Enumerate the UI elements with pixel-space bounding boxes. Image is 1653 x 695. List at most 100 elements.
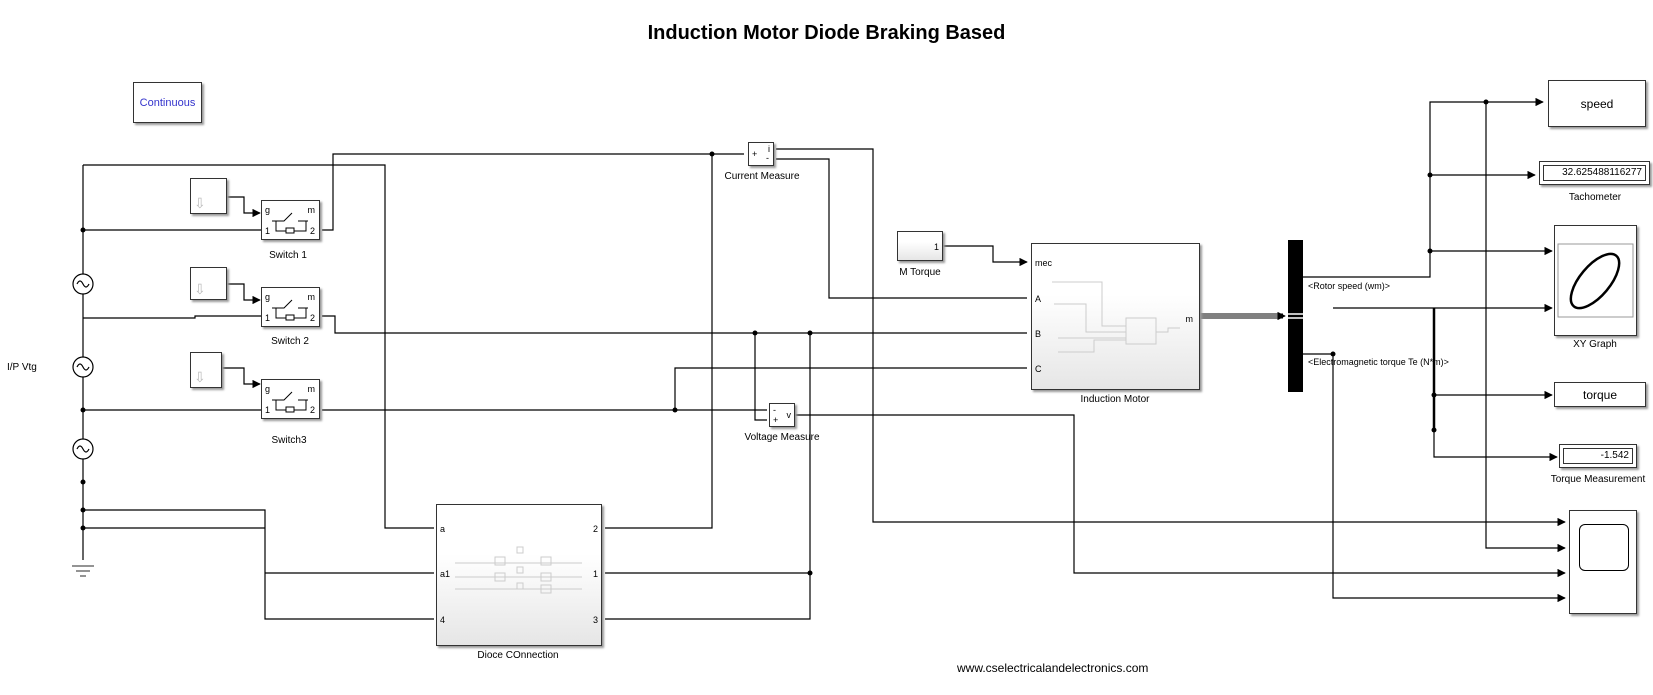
wire-sw1-out xyxy=(322,153,712,231)
m-torque-block[interactable]: 1 xyxy=(897,231,943,261)
diode-connection-block[interactable]: a a1 4 2 1 3 xyxy=(436,504,602,646)
xy-graph-block[interactable] xyxy=(1554,225,1637,336)
switch-block-1[interactable]: g m 1 2 xyxy=(261,200,320,240)
step-block-1[interactable]: ⇩ xyxy=(190,178,227,214)
port-3: 3 xyxy=(592,615,598,625)
model-title: Induction Motor Diode Braking Based xyxy=(647,22,1006,44)
port-b: B xyxy=(1035,329,1042,339)
port-2: 2 xyxy=(309,405,315,415)
m-torque-label: M Torque xyxy=(899,267,941,278)
wire-sw2-in xyxy=(83,315,261,319)
torque-measurement-display[interactable]: -1.542 xyxy=(1559,444,1637,468)
port-a: a xyxy=(440,524,446,534)
port-mec: mec xyxy=(1035,258,1053,268)
bus-output-torque: <Electromagnetic torque Te (N*m)> xyxy=(1308,357,1449,367)
bus-selector xyxy=(1288,240,1303,392)
port-m: m xyxy=(307,384,316,394)
port-m: m xyxy=(1185,314,1194,324)
port-2: 2 xyxy=(309,226,315,236)
switch-block-3[interactable]: g m 1 2 xyxy=(261,379,320,419)
diode-connection-label: Dioce COnnection xyxy=(477,650,559,661)
port-4: 4 xyxy=(440,615,446,625)
step-block-3[interactable]: ⇩ xyxy=(190,352,222,388)
port-a: A xyxy=(1035,294,1042,304)
induction-motor-block[interactable]: mec A B C m xyxy=(1031,243,1200,390)
torque-measurement-value: -1.542 xyxy=(1563,448,1633,464)
port-minus: - xyxy=(766,153,769,163)
port-plus: + xyxy=(752,149,758,159)
wire-step2 xyxy=(227,283,261,305)
torque-measurement-label: Torque Measurement xyxy=(1550,474,1646,485)
port-g: g xyxy=(265,205,271,215)
tachometer-label: Tachometer xyxy=(1568,192,1622,203)
wire-vm-plus xyxy=(754,333,767,421)
port-i: i xyxy=(768,144,770,154)
ac-source-icon xyxy=(72,273,94,460)
xy-graph-icon xyxy=(1557,243,1634,318)
switch-label-2: Switch 2 xyxy=(271,336,309,347)
port-minus: - xyxy=(773,405,776,415)
wire-sw2-out xyxy=(322,315,1027,334)
step-block-2[interactable]: ⇩ xyxy=(190,267,227,300)
port-g: g xyxy=(265,292,271,302)
current-measure-label: Current Measure xyxy=(724,171,800,182)
bus-output-rotor-speed: <Rotor speed (wm)> xyxy=(1308,281,1391,291)
solver-label: Continuous xyxy=(139,96,196,109)
m-torque-value: 1 xyxy=(933,242,939,252)
tachometer-display[interactable]: 32.625488116277 xyxy=(1539,161,1650,185)
motor-internal-icon xyxy=(1052,281,1180,353)
port-1: 1 xyxy=(265,313,271,323)
wire-gnd-1 xyxy=(83,509,434,620)
induction-motor-label: Induction Motor xyxy=(1080,394,1150,405)
wire-speed-scope xyxy=(1485,102,1566,553)
wire-cm-minus xyxy=(776,158,1027,299)
current-measure-block[interactable]: + i - xyxy=(748,142,774,166)
source-label: I/P Vtg xyxy=(7,362,37,373)
footer-url[interactable]: www.cselectricalandelectronics.com xyxy=(957,661,1149,675)
powergui-block[interactable]: Continuous xyxy=(133,82,202,123)
port-m: m xyxy=(307,292,316,302)
port-c: C xyxy=(1035,364,1042,374)
wire-top xyxy=(83,164,434,529)
port-1: 1 xyxy=(265,226,271,236)
speed-label: speed xyxy=(1580,96,1614,111)
switch-label-1: Switch 1 xyxy=(269,250,307,261)
port-a1: a1 xyxy=(440,569,451,579)
scope-block[interactable] xyxy=(1569,510,1637,614)
step-arrow-icon: ⇩ xyxy=(194,195,206,211)
wire-torque-bus xyxy=(1331,308,1436,430)
xy-graph-label: XY Graph xyxy=(1573,339,1617,350)
switch-block-2[interactable]: g m 1 2 xyxy=(261,287,320,327)
port-plus: + xyxy=(773,415,779,425)
port-2: 2 xyxy=(309,313,315,323)
torque-label: torque xyxy=(1582,387,1618,402)
wire-vm-v xyxy=(794,414,1566,578)
speed-workspace-block[interactable]: speed xyxy=(1548,80,1646,127)
tachometer-value: 32.625488116277 xyxy=(1543,165,1646,181)
wire-step1 xyxy=(227,196,261,218)
wire-top-branch xyxy=(605,154,713,529)
switch-label-3: Switch3 xyxy=(271,435,307,446)
port-1: 1 xyxy=(592,569,598,579)
port-2: 2 xyxy=(592,524,598,534)
wire-torque-meas xyxy=(1433,430,1558,462)
ground-icon xyxy=(72,565,94,577)
scope-screen-icon xyxy=(1579,524,1629,571)
wire-diode-3 xyxy=(605,333,811,620)
step-arrow-icon: ⇩ xyxy=(194,369,206,385)
step-arrow-icon: ⇩ xyxy=(194,281,206,297)
port-g: g xyxy=(265,384,271,394)
port-1: 1 xyxy=(265,405,271,415)
switch-icon xyxy=(272,212,308,234)
wire-cm-i xyxy=(776,148,1566,527)
wire-mtorque xyxy=(943,245,1028,267)
switch-icon xyxy=(272,299,308,321)
diode-internal-icon xyxy=(455,546,582,594)
voltage-measure-block[interactable]: - + v xyxy=(769,403,795,427)
port-m: m xyxy=(307,205,316,215)
torque-workspace-block[interactable]: torque xyxy=(1554,382,1646,407)
wire-torque xyxy=(1303,353,1566,603)
voltage-measure-label: Voltage Measure xyxy=(744,432,820,443)
wire-motor-c xyxy=(674,367,1027,410)
